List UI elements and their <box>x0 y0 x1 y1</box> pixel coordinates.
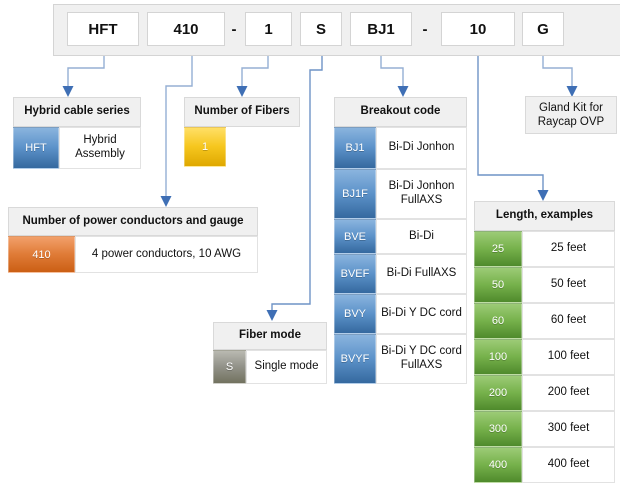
pn-segment-fibermode[interactable]: S <box>300 12 342 46</box>
desc-cell: Bi-Di FullAXS <box>376 254 467 294</box>
code-cell: 410 <box>8 236 75 273</box>
code-cell: 100 <box>474 339 522 375</box>
code-cell: BVE <box>334 219 376 254</box>
table-row: 50 50 feet <box>474 267 615 303</box>
code-cell: 60 <box>474 303 522 339</box>
arrow-fibers <box>236 86 248 97</box>
legend-breakout-code: Breakout code BJ1 Bi-Di Jonhon BJ1F Bi-D… <box>334 97 467 384</box>
table-row: 100 100 feet <box>474 339 615 375</box>
desc-cell: Bi-Di Jonhon FullAXS <box>376 169 467 219</box>
pn-separator-2: - <box>422 20 428 38</box>
arrow-410 <box>160 196 172 207</box>
table-row: 1 <box>184 127 300 167</box>
code-cell: S <box>213 350 246 384</box>
code-cell: BVY <box>334 294 376 334</box>
legend-title: Breakout code <box>334 97 467 127</box>
desc-cell: Single mode <box>246 350 327 384</box>
code-cell: 50 <box>474 267 522 303</box>
code-cell: BVEF <box>334 254 376 294</box>
code-cell: BJ1F <box>334 169 376 219</box>
connector-hft <box>67 56 105 86</box>
desc-cell: 25 feet <box>522 231 615 267</box>
arrow-hft <box>62 86 74 97</box>
legend-length-examples: Length, examples 25 25 feet 50 50 feet 6… <box>474 201 615 483</box>
connector-fibers <box>241 56 269 86</box>
desc-cell: 50 feet <box>522 267 615 303</box>
legend-title: Fiber mode <box>213 322 327 350</box>
desc-cell: 400 feet <box>522 447 615 483</box>
arrow-fibermode <box>266 310 278 321</box>
table-row: 25 25 feet <box>474 231 615 267</box>
legend-title: Length, examples <box>474 201 615 231</box>
legend-title: Hybrid cable series <box>13 97 141 127</box>
code-cell: 1 <box>184 127 226 167</box>
pn-segment-breakout[interactable]: BJ1 <box>350 12 412 46</box>
legend-title: Number of Fibers <box>184 97 300 127</box>
desc-cell: Bi-Di Jonhon <box>376 127 467 169</box>
desc-cell: 4 power conductors, 10 AWG <box>75 236 258 273</box>
desc-cell: 300 feet <box>522 411 615 447</box>
pn-segment-power[interactable]: 410 <box>147 12 225 46</box>
desc-cell: 100 feet <box>522 339 615 375</box>
arrow-length <box>537 190 549 201</box>
desc-cell: 60 feet <box>522 303 615 339</box>
desc-cell: Bi-Di Y DC cord <box>376 294 467 334</box>
code-cell: 25 <box>474 231 522 267</box>
pn-segment-fibers[interactable]: 1 <box>245 12 292 46</box>
table-row: HFT Hybrid Assembly <box>13 127 141 169</box>
legend-fiber-mode: Fiber mode S Single mode <box>213 322 327 384</box>
pn-segment-length[interactable]: 10 <box>441 12 515 46</box>
legend-number-of-fibers: Number of Fibers 1 <box>184 97 300 167</box>
pn-segment-series[interactable]: HFT <box>67 12 139 46</box>
desc-cell: Hybrid Assembly <box>59 127 141 169</box>
desc-cell: Bi-Di Y DC cord FullAXS <box>376 334 467 384</box>
table-row: BVYF Bi-Di Y DC cord FullAXS <box>334 334 467 384</box>
code-cell: BVYF <box>334 334 376 384</box>
code-cell: BJ1 <box>334 127 376 169</box>
legend-title: Number of power conductors and gauge <box>8 207 258 236</box>
desc-cell: 200 feet <box>522 375 615 411</box>
arrow-breakout <box>397 86 409 97</box>
table-row: 200 200 feet <box>474 375 615 411</box>
desc-cell: Bi-Di <box>376 219 467 254</box>
table-row: 60 60 feet <box>474 303 615 339</box>
pn-segment-gland[interactable]: G <box>522 12 564 46</box>
legend-power-conductors: Number of power conductors and gauge 410… <box>8 207 258 273</box>
connector-breakout <box>380 56 404 86</box>
code-cell: 300 <box>474 411 522 447</box>
table-row: S Single mode <box>213 350 327 384</box>
table-row: BVEF Bi-Di FullAXS <box>334 254 467 294</box>
table-row: 400 400 feet <box>474 447 615 483</box>
table-row: 300 300 feet <box>474 411 615 447</box>
table-row: BJ1 Bi-Di Jonhon <box>334 127 467 169</box>
table-row: BVE Bi-Di <box>334 219 467 254</box>
table-row: 410 4 power conductors, 10 AWG <box>8 236 258 273</box>
legend-hybrid-cable-series: Hybrid cable series HFT Hybrid Assembly <box>13 97 141 169</box>
connector-fibermode <box>271 56 323 310</box>
pn-separator-1: - <box>231 20 237 38</box>
code-cell: 200 <box>474 375 522 411</box>
table-row: BJ1F Bi-Di Jonhon FullAXS <box>334 169 467 219</box>
table-row: BVY Bi-Di Y DC cord <box>334 294 467 334</box>
legend-gland-kit: Gland Kit for Raycap OVP <box>525 96 617 134</box>
code-cell: HFT <box>13 127 59 169</box>
connector-gland <box>542 56 573 86</box>
code-cell: 400 <box>474 447 522 483</box>
